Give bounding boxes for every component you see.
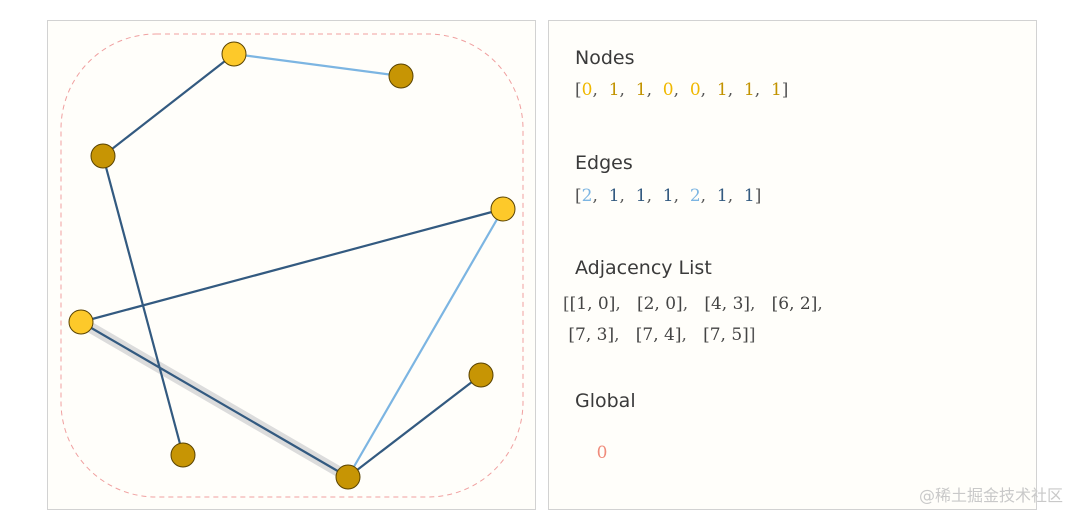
nodes-open-bracket: [	[575, 80, 582, 100]
graph-edge-1-0	[233, 52, 402, 78]
nodes-separator: ,	[673, 80, 690, 100]
nodes-value-0: 0	[581, 80, 593, 100]
graph-edge-7-3	[347, 208, 504, 478]
adjacency-separator: ,	[682, 294, 705, 314]
adjacency-separator: ,	[615, 294, 637, 314]
edges-value-2: 1	[635, 186, 647, 206]
edges-value-6: 1	[743, 186, 755, 206]
adjacency-close-bracket: ]	[748, 325, 756, 345]
edges-title: Edges	[575, 152, 633, 174]
nodes-value-3: 0	[662, 80, 674, 100]
graph-canvas	[60, 33, 524, 498]
global-value: 0	[596, 443, 608, 463]
nodes-separator: ,	[727, 80, 744, 100]
adjacency-pair-0: [1, 0]	[569, 294, 616, 314]
nodes-separator: ,	[646, 80, 663, 100]
graph-boundary	[60, 33, 524, 498]
edges-close-bracket: ]	[754, 186, 762, 206]
adjacency-title: Adjacency List	[575, 257, 712, 279]
nodes-value-4: 0	[689, 80, 701, 100]
adjacency-separator: ,	[681, 325, 704, 345]
adjacency-list: [[1, 0], [2, 0], [4, 3], [6, 2], [7, 3],…	[563, 289, 839, 351]
nodes-separator: ,	[754, 80, 771, 100]
info-panel: Nodes [0, 1, 1, 0, 0, 1, 1, 1] Edges [2,…	[548, 20, 1037, 510]
edges-value-5: 1	[716, 186, 728, 206]
global-value-row: 0	[575, 423, 608, 483]
graph-node-5	[468, 362, 494, 388]
nodes-value-2: 1	[635, 80, 647, 100]
nodes-value-6: 1	[743, 80, 755, 100]
graph-node-6	[170, 442, 196, 468]
adjacency-pair-2: [4, 3]	[704, 294, 751, 314]
edges-value-0: 2	[581, 186, 593, 206]
graph-node-2	[90, 143, 116, 169]
edges-separator: ,	[700, 186, 717, 206]
adjacency-separator: ,	[750, 294, 772, 314]
graph-edge-7-5	[347, 374, 482, 478]
edges-separator: ,	[673, 186, 690, 206]
nodes-value-1: 1	[608, 80, 620, 100]
edges-value-4: 2	[689, 186, 701, 206]
nodes-array: [0, 1, 1, 0, 0, 1, 1, 1]	[575, 80, 788, 100]
nodes-separator: ,	[700, 80, 717, 100]
edges-array: [2, 1, 1, 1, 2, 1, 1]	[575, 186, 761, 206]
edges-separator: ,	[727, 186, 744, 206]
nodes-separator: ,	[619, 80, 636, 100]
edges-open-bracket: [	[575, 186, 582, 206]
graph-node-0	[221, 41, 247, 67]
graph-edge-6-2	[101, 155, 185, 456]
graph-edge-4-3	[80, 207, 504, 324]
nodes-value-7: 1	[770, 80, 782, 100]
global-title: Global	[575, 390, 636, 412]
edges-separator: ,	[592, 186, 609, 206]
adjacency-open-bracket: [	[563, 294, 570, 314]
adjacency-separator: ,	[817, 294, 840, 314]
graph-edge-7-4	[80, 321, 349, 478]
graph-node-1	[388, 63, 414, 89]
graph-panel	[47, 20, 536, 510]
graph-node-4	[68, 309, 94, 335]
graph-edge-2-0	[102, 53, 235, 157]
adjacency-separator: ,	[614, 325, 636, 345]
graph-node-3	[490, 196, 516, 222]
edges-separator: ,	[619, 186, 636, 206]
adjacency-pair-6: [7, 5]	[703, 325, 749, 345]
adjacency-pair-5: [7, 4]	[635, 325, 682, 345]
edges-value-1: 1	[608, 186, 620, 206]
adjacency-pair-1: [2, 0]	[636, 294, 683, 314]
adjacency-pair-4: [7, 3]	[568, 325, 615, 345]
watermark: @稀土掘金技术社区	[918, 486, 1063, 505]
nodes-close-bracket: ]	[781, 80, 789, 100]
nodes-separator: ,	[592, 80, 609, 100]
edges-value-3: 1	[662, 186, 674, 206]
nodes-title: Nodes	[575, 47, 635, 69]
nodes-value-5: 1	[716, 80, 728, 100]
edges-separator: ,	[646, 186, 663, 206]
graph-node-7	[335, 464, 361, 490]
adjacency-pair-3: [6, 2]	[771, 294, 818, 314]
